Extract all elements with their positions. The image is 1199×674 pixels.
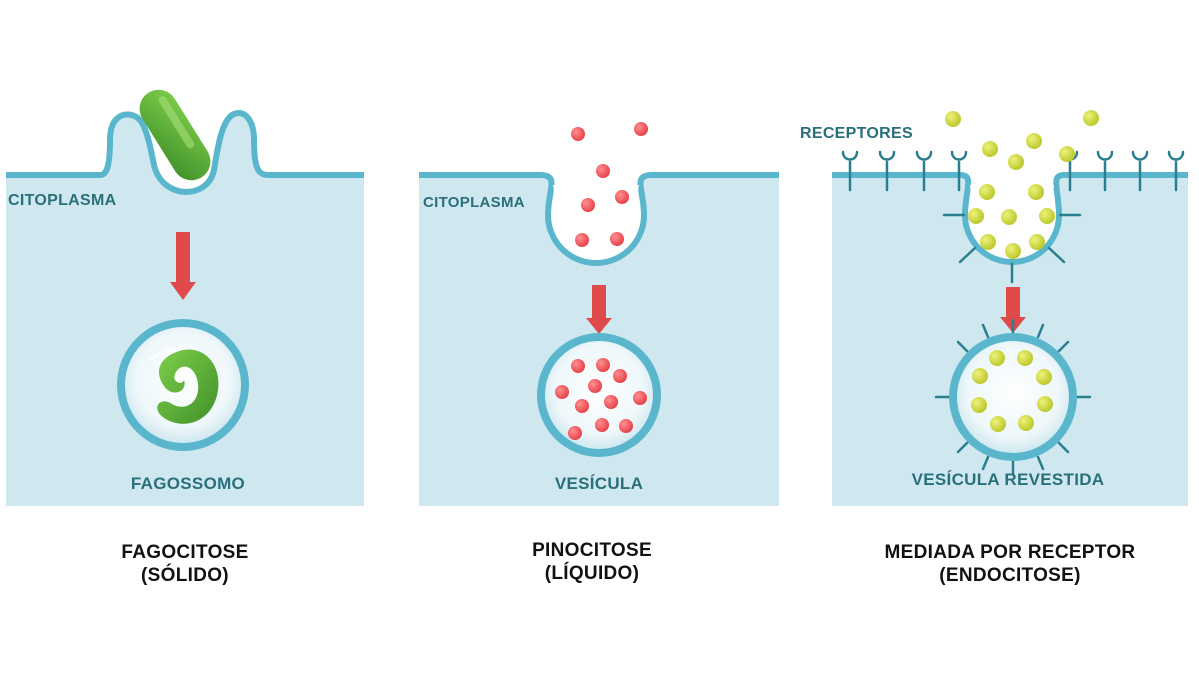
caption-title: FAGOCITOSE [121, 542, 249, 563]
digested-bacterium [157, 349, 219, 424]
region-label: CITOPLASMA [8, 192, 117, 209]
result-label: FAGOSSOMO [131, 474, 245, 493]
phagosome [117, 319, 249, 451]
ligands-outside [945, 110, 1099, 170]
result-label: VESÍCULA [555, 474, 643, 493]
caption-title: MEDIADA POR RECEPTOR [884, 542, 1136, 563]
surface-receptors [841, 150, 1185, 284]
panel-phagocytosis: CITOPLASMA FAGOSSOMO [6, 89, 364, 507]
caption-title: PINOCITOSE [532, 540, 652, 561]
receptors-label: RECEPTORES [800, 125, 913, 142]
result-label: VESÍCULA REVESTIDA [912, 470, 1105, 489]
vesicle [537, 333, 661, 457]
panel-pinocytosis: CITOPLASMA V [419, 122, 779, 506]
down-arrow [586, 285, 612, 334]
caption-subtitle: (LÍQUIDO) [544, 563, 640, 584]
caption-pinocytosis: PINOCITOSE (LÍQUIDO) [467, 539, 717, 585]
caption-phagocytosis: FAGOCITOSE (SÓLIDO) [60, 541, 310, 587]
caption-subtitle: (ENDOCITOSE) [939, 565, 1081, 586]
down-arrow [170, 232, 196, 300]
cytoplasm [6, 112, 364, 507]
caption-receptor-mediated: MEDIADA POR RECEPTOR (ENDOCITOSE) [845, 541, 1175, 587]
ligands-in-pit [968, 184, 1055, 259]
bacterium [139, 89, 211, 181]
cell-membrane [6, 110, 364, 195]
coated-vesicle [934, 318, 1092, 476]
region-label: CITOPLASMA [423, 194, 525, 211]
caption-subtitle: (SÓLIDO) [141, 565, 229, 586]
panel-receptor-mediated: RECEPTORES [800, 110, 1188, 506]
liquid-particles-outside [571, 122, 648, 247]
cell-membrane [419, 172, 779, 266]
cell-membrane [832, 172, 1188, 265]
